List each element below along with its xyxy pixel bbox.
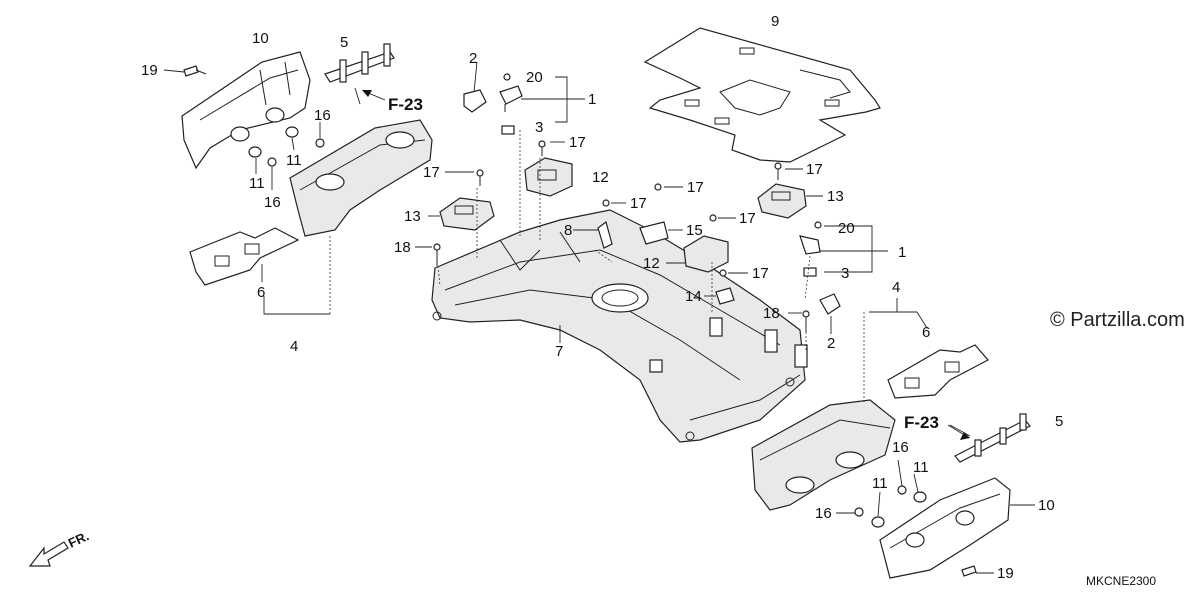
part-2-sensor-lower[interactable] <box>819 293 841 315</box>
callout-15: 15 <box>686 222 703 239</box>
callout-3-lower: 3 <box>841 265 850 282</box>
part-15-bracket[interactable] <box>639 221 669 245</box>
callout-5-upper: 5 <box>340 34 349 51</box>
reference-label-f23-lower[interactable]: F-23 <box>904 413 939 432</box>
part-17-bolt-c[interactable] <box>654 183 662 191</box>
callout-10-upper: 10 <box>252 30 269 47</box>
part-17-bolt-f[interactable] <box>719 269 727 277</box>
callout-16-upper-a: 16 <box>314 107 331 124</box>
callout-18-left: 18 <box>394 239 411 256</box>
callout-13-right: 13 <box>827 188 844 205</box>
callout-16-upper-b: 16 <box>264 194 281 211</box>
callout-6-right: 6 <box>922 324 931 341</box>
part-13-mount-center[interactable] <box>524 157 573 197</box>
callout-17-c: 17 <box>687 179 704 196</box>
callout-9: 9 <box>771 13 780 30</box>
part-12-mount-right[interactable] <box>683 235 729 273</box>
part-18-bolt-left[interactable] <box>433 243 441 266</box>
callout-2-lower: 2 <box>827 335 836 352</box>
part-10-cover-lower[interactable] <box>879 477 1011 579</box>
part-17-bolt-d[interactable] <box>602 199 610 207</box>
part-8-bracket[interactable] <box>597 220 613 249</box>
diagram-code: MKCNE2300 <box>1086 574 1157 588</box>
callout-16-lower-b: 16 <box>815 505 832 522</box>
part-11-grommet-upper-b[interactable] <box>248 146 262 158</box>
part-17-bolt-g[interactable] <box>774 162 782 180</box>
alignment-lines <box>329 130 865 404</box>
callout-17-e: 17 <box>739 210 756 227</box>
part-3-seal-upper[interactable] <box>501 125 515 135</box>
part-9-gasket-sheet[interactable] <box>643 27 881 163</box>
callout-18-right: 18 <box>763 305 780 322</box>
part-6-gasket-left[interactable] <box>189 227 300 286</box>
callout-14: 14 <box>685 288 702 305</box>
reference-arrow-lower <box>947 424 970 440</box>
callout-1-lower: 1 <box>898 244 907 261</box>
callout-11-lower-b: 11 <box>872 475 888 492</box>
callout-19-upper: 19 <box>141 62 158 79</box>
callout-17-b: 17 <box>423 164 440 181</box>
callout-19-lower: 19 <box>997 565 1014 582</box>
part-4-duct-right[interactable] <box>751 399 896 511</box>
callout-17-a: 17 <box>569 134 586 151</box>
callout-17-f: 17 <box>752 265 769 282</box>
callout-8: 8 <box>564 222 573 239</box>
part-2-sensor-upper[interactable] <box>463 89 487 113</box>
callout-2-upper: 2 <box>469 50 478 67</box>
callout-11-upper-a: 11 <box>286 152 302 169</box>
callout-7: 7 <box>555 343 564 360</box>
callout-12-upper: 12 <box>592 169 609 186</box>
part-18-bolt-right[interactable] <box>802 310 810 332</box>
callout-4-right: 4 <box>892 279 901 296</box>
part-16-nut-lower-a[interactable] <box>897 485 907 495</box>
part-20-oring-lower[interactable] <box>814 221 822 229</box>
part-10-cover-upper[interactable] <box>181 51 311 170</box>
part-5-rail-lower[interactable] <box>954 413 1031 463</box>
callout-3-upper: 3 <box>535 119 544 136</box>
part-17-bolt-b[interactable] <box>476 169 484 186</box>
callout-11-lower-a: 11 <box>913 459 929 476</box>
callout-17-d: 17 <box>630 195 647 212</box>
part-1-injector-lower[interactable] <box>799 235 821 255</box>
reference-arrow-upper <box>362 90 386 101</box>
part-20-oring-upper[interactable] <box>503 73 511 81</box>
reference-label-f23-upper[interactable]: F-23 <box>388 95 423 114</box>
callout-12-lower: 12 <box>643 255 660 272</box>
callout-6-left: 6 <box>257 284 266 301</box>
part-13-mount-left[interactable] <box>439 197 495 231</box>
part-1-injector-upper[interactable] <box>499 85 523 112</box>
leader-lines <box>163 61 1035 574</box>
part-5-rail-upper[interactable] <box>324 43 395 83</box>
part-11-grommet-lower-a[interactable] <box>913 491 927 503</box>
callout-5-lower: 5 <box>1055 413 1064 430</box>
part-19-bolt-lower[interactable] <box>961 565 977 577</box>
front-direction-arrow <box>28 541 69 567</box>
watermark: © Partzilla.com <box>1050 309 1185 331</box>
callout-20-upper: 20 <box>526 69 543 86</box>
part-14-clip[interactable] <box>715 287 735 305</box>
part-4-duct-left[interactable] <box>289 119 433 237</box>
callout-20-lower: 20 <box>838 220 855 237</box>
part-16-nut-upper-b[interactable] <box>267 157 277 167</box>
part-19-bolt-upper[interactable] <box>183 65 207 77</box>
part-7-intake-frame[interactable] <box>431 209 808 443</box>
part-17-bolt-e[interactable] <box>709 214 717 222</box>
callout-13-left: 13 <box>404 208 421 225</box>
callout-10-lower: 10 <box>1038 497 1055 514</box>
callout-4-left: 4 <box>290 338 299 355</box>
part-6-gasket-right[interactable] <box>887 344 989 399</box>
part-16-nut-upper-a[interactable] <box>315 138 325 148</box>
callout-17-g: 17 <box>806 161 823 178</box>
callout-1-upper: 1 <box>588 91 597 108</box>
part-3-seal-lower[interactable] <box>803 267 817 277</box>
part-13-mount-rightmost[interactable] <box>757 183 807 219</box>
part-16-nut-lower-b[interactable] <box>854 507 864 517</box>
part-11-grommet-lower-b[interactable] <box>871 516 885 528</box>
part-11-grommet-upper-a[interactable] <box>285 126 299 138</box>
callout-11-upper-b: 11 <box>249 175 265 192</box>
callout-16-lower-a: 16 <box>892 439 909 456</box>
part-17-bolt-a[interactable] <box>538 140 546 156</box>
